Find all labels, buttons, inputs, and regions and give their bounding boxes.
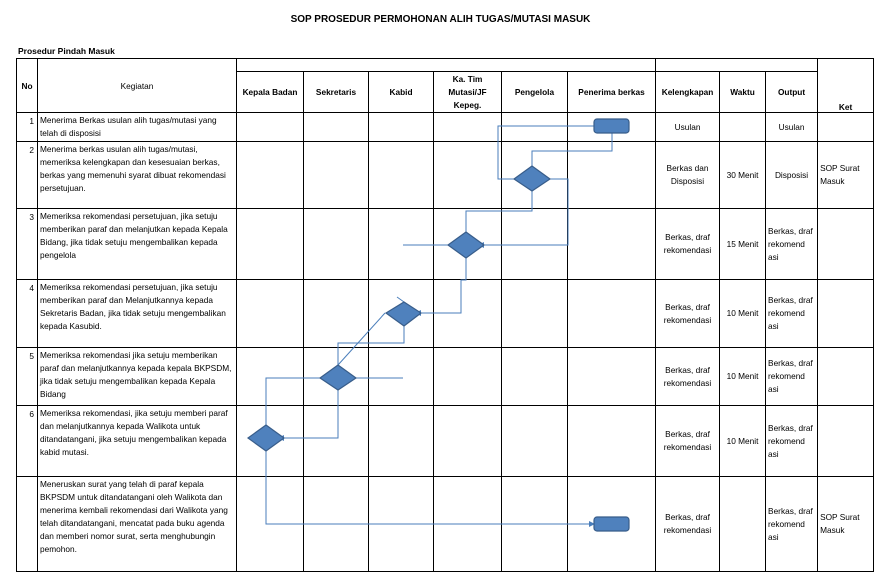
row-output: Berkas, draf rekomend asi (765, 208, 819, 280)
row-output: Berkas, draf rekomend asi (765, 279, 819, 348)
row-ket (817, 405, 875, 477)
row-kelengkapan: Usulan (655, 112, 721, 142)
header-pelaksana-group (235, 58, 657, 72)
header-waktu: Waktu (719, 71, 767, 113)
row-waktu: 10 Menit (719, 347, 767, 406)
row-kegiatan: Memeriksa rekomendasi persetujuan, jika … (37, 279, 237, 348)
row-no: 2 (16, 141, 38, 209)
header-kabid: Kabid (368, 71, 434, 113)
row-waktu: 30 Menit (719, 141, 767, 209)
row-ket: SOP Surat Masuk (817, 476, 875, 572)
row-no: 5 (16, 347, 38, 406)
header-row-top: No Kegiatan Ket (16, 58, 875, 113)
page-subtitle: Prosedur Pindah Masuk (18, 46, 115, 56)
header-no: No (16, 58, 38, 113)
header-penerima: Penerima berkas (566, 71, 657, 113)
row-kegiatan: Memeriksa rekomendasi jika setuju member… (37, 347, 237, 406)
row-kegiatan: Menerima berkas usulan alih tugas/mutasi… (37, 141, 237, 209)
table-row: 6 Memeriksa rekomendasi, jika setuju mem… (16, 405, 875, 477)
row-kegiatan: Menerima Berkas usulan alih tugas/mutasi… (37, 112, 237, 142)
table-row: Meneruskan surat yang telah di paraf kep… (16, 476, 875, 572)
table-row: 5 Memeriksa rekomendasi jika setuju memb… (16, 347, 875, 406)
table-row: 2 Menerima berkas usulan alih tugas/muta… (16, 141, 875, 209)
row-no: 3 (16, 208, 38, 280)
header-ket: Ket (817, 58, 875, 113)
table-row: 3 Memeriksa rekomendasi persetujuan, jik… (16, 208, 875, 280)
header-kepala-badan: Kepala Badan (236, 71, 304, 113)
row-kelengkapan: Berkas, draf rekomendasi (655, 208, 721, 280)
header-kegiatan: Kegiatan (37, 58, 237, 113)
row-ket: SOP Surat Masuk (817, 141, 875, 209)
row-waktu (719, 476, 767, 572)
table-row: 1 Menerima Berkas usulan alih tugas/muta… (16, 112, 875, 142)
row-no: 4 (16, 279, 38, 348)
row-no: 1 (16, 112, 38, 142)
row-waktu: 10 Menit (719, 405, 767, 477)
row-output: Berkas, draf rekomend asi (765, 347, 819, 406)
row-waktu (719, 112, 767, 142)
header-sekretaris: Sekretaris (303, 71, 369, 113)
table-row: 4 Memeriksa rekomendasi persetujuan, jik… (16, 279, 875, 348)
row-waktu: 15 Menit (719, 208, 767, 280)
row-no: 6 (16, 405, 38, 477)
row-kelengkapan: Berkas, draf rekomendasi (655, 279, 721, 348)
header-pengelola: Pengelola (501, 71, 568, 113)
row-output: Berkas, draf rekomend asi (765, 405, 819, 477)
row-output: Berkas, draf rekomend asi (765, 476, 819, 572)
row-ket (817, 208, 875, 280)
row-kelengkapan: Berkas dan Disposisi (655, 141, 721, 209)
header-mutu-group (655, 58, 819, 72)
header-row-bottom: Kepala Badan Sekretaris Kabid Ka. Tim Mu… (17, 71, 874, 113)
row-no (16, 476, 38, 572)
row-kelengkapan: Berkas, draf rekomendasi (655, 405, 721, 477)
row-kegiatan: Memeriksa rekomendasi, jika setuju membe… (37, 405, 237, 477)
row-ket (817, 347, 875, 406)
row-waktu: 10 Menit (719, 279, 767, 348)
row-kelengkapan: Berkas, draf rekomendasi (655, 476, 721, 572)
row-kegiatan: Meneruskan surat yang telah di paraf kep… (37, 476, 237, 572)
header-ka-tim: Ka. Tim Mutasi/JF Kepeg. (433, 71, 502, 113)
row-kegiatan: Memeriksa rekomendasi persetujuan, jika … (37, 208, 237, 280)
header-kelengkapan: Kelengkapan (655, 71, 721, 113)
row-output: Usulan (765, 112, 819, 142)
page-title: SOP PROSEDUR PERMOHONAN ALIH TUGAS/MUTAS… (290, 14, 591, 25)
row-ket (817, 279, 875, 348)
row-output: Disposisi (765, 141, 819, 209)
row-ket (817, 112, 875, 142)
sop-table: No Kegiatan Ket Kepala Badan Sekretaris … (16, 58, 875, 572)
header-output: Output (765, 71, 819, 113)
row-kelengkapan: Berkas, draf rekomendasi (655, 347, 721, 406)
